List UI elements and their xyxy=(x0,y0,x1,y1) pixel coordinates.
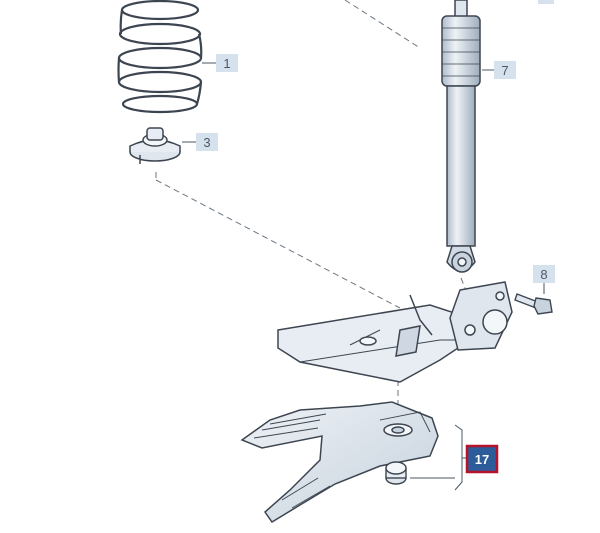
coil-spring[interactable] xyxy=(117,0,203,114)
callout-label-underbody-guard[interactable]: 17 xyxy=(465,444,499,474)
offscreen-callout-fragment xyxy=(538,0,554,4)
callout-label-shock-absorber[interactable]: 7 xyxy=(494,61,516,79)
axle-beam xyxy=(277,281,513,383)
retaining-nut[interactable] xyxy=(385,461,407,485)
shock-absorber[interactable] xyxy=(441,0,481,273)
callout-label-spring-seat[interactable]: 3 xyxy=(196,133,218,151)
callout-label-text: 1 xyxy=(223,56,230,71)
callout-label-bolt[interactable]: 8 xyxy=(533,265,555,283)
bolt[interactable] xyxy=(514,293,553,315)
callout-label-text: 3 xyxy=(203,135,210,150)
callout-label-text: 8 xyxy=(540,267,547,282)
callout-label-coil-spring[interactable]: 1 xyxy=(216,54,238,72)
underbody-guard[interactable] xyxy=(240,401,439,524)
callout-label-text: 7 xyxy=(501,63,508,78)
callout-leader-lines xyxy=(182,62,545,491)
spring-seat[interactable] xyxy=(129,127,181,164)
callout-label-text: 17 xyxy=(475,452,489,467)
